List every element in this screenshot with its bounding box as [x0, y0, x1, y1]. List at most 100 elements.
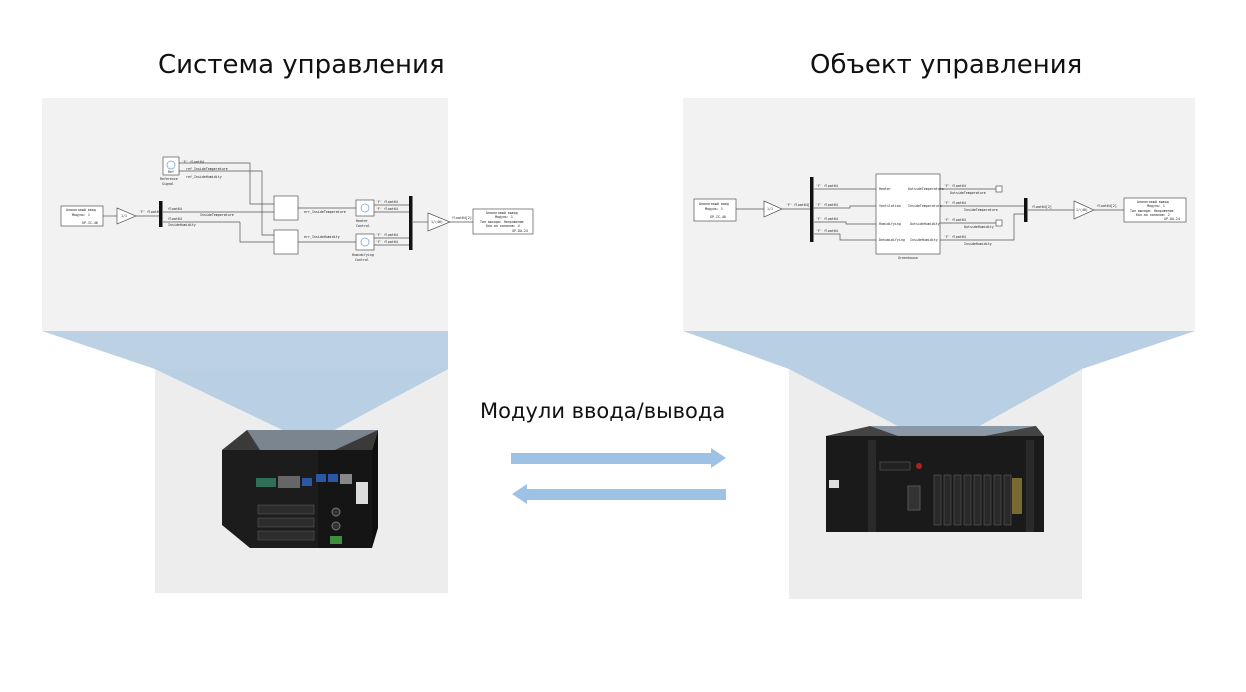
svg-text:OutsideHumidity: OutsideHumidity	[964, 225, 994, 229]
svg-text:Кол-во каналов: 2: Кол-во каналов: 2	[1136, 213, 1170, 217]
svg-text:Тип выхода: Напряжение: Тип выхода: Напряжение	[480, 220, 524, 224]
svg-text:InsideHumidity: InsideHumidity	[964, 242, 992, 246]
svg-text:Тип выхода: Напряжение: Тип выхода: Напряжение	[1130, 209, 1174, 213]
left-gain1	[116, 207, 137, 225]
svg-text:'F' float64: 'F' float64	[944, 235, 966, 239]
svg-text:OutsideHumidity: OutsideHumidity	[910, 222, 940, 226]
svg-text:OutsideTemperature: OutsideTemperature	[908, 187, 944, 191]
svg-text:InsideHumidity: InsideHumidity	[168, 223, 196, 227]
svg-text:'F' float64: 'F' float64	[944, 184, 966, 188]
left-heater-pid	[355, 199, 375, 217]
svg-text:1/1: 1/1	[121, 214, 127, 218]
left-analog-out-block	[472, 208, 534, 235]
svg-text:float64[2]: float64[2]	[1097, 204, 1117, 208]
svg-text:Аналоговый ввод: Аналоговый ввод	[699, 202, 729, 206]
left-humid-pid	[355, 233, 375, 251]
left-in-line2: Модуль: 1	[72, 213, 90, 217]
right-gain1	[763, 200, 783, 218]
io-arrows	[511, 448, 726, 504]
svg-text:InsideTemperature: InsideTemperature	[200, 213, 234, 217]
svg-text:Reference: Reference	[160, 177, 178, 181]
svg-text:GP-IC-46: GP-IC-46	[710, 215, 726, 219]
left-in-line1: Аналоговый ввод	[66, 208, 96, 212]
right-projection	[683, 331, 1195, 369]
svg-text:'F' float64: 'F' float64	[376, 240, 398, 244]
right-mux-bar	[1024, 198, 1028, 222]
svg-text:Heater: Heater	[356, 219, 368, 223]
left-gain2	[427, 212, 451, 232]
svg-text:'F' float64: 'F' float64	[816, 203, 838, 207]
svg-text:GP-DA-24: GP-DA-24	[512, 229, 528, 233]
svg-text:'F' float64: 'F' float64	[376, 200, 398, 204]
svg-text:Humidifying: Humidifying	[352, 253, 374, 257]
svg-text:Ref: Ref	[168, 170, 174, 174]
left-projection-tip	[155, 369, 448, 443]
arrow-left-shaft	[527, 489, 726, 500]
svg-text:'F' float64: 'F' float64	[816, 229, 838, 233]
svg-text:float64: float64	[168, 217, 182, 221]
svg-text:'F' float64: 'F' float64	[944, 218, 966, 222]
svg-text:Heater: Heater	[879, 187, 891, 191]
left-sum-temp	[273, 195, 299, 221]
left-reference-block	[162, 156, 180, 176]
svg-text:float64[2]: float64[2]	[452, 216, 472, 220]
svg-text:'F' float64[4]: 'F' float64[4]	[786, 203, 814, 207]
controlled-object-title: Объект управления	[810, 50, 1083, 80]
svg-text:Кол-во каналов: 4: Кол-во каналов: 4	[486, 224, 520, 228]
right-greenhouse-block	[875, 173, 941, 255]
right-device-image	[826, 426, 1044, 532]
svg-text:GP-DA-24: GP-DA-24	[1164, 217, 1180, 221]
svg-text:float64[2]: float64[2]	[1032, 205, 1052, 209]
left-model-diagram: Аналоговый ввод Модуль: 1 GP-IC-46 1/1 '…	[60, 156, 534, 262]
svg-text:Dehumidifying: Dehumidifying	[879, 238, 905, 242]
io-modules-label: Модули ввода/вывода	[480, 399, 726, 423]
right-analog-in-block	[693, 198, 737, 222]
svg-text:'F' float64: 'F' float64	[182, 160, 204, 164]
svg-text:float64: float64	[168, 207, 182, 211]
svg-text:'F' float64: 'F' float64	[139, 210, 161, 214]
svg-text:'F' float64: 'F' float64	[944, 201, 966, 205]
right-analog-out-block	[1123, 197, 1187, 223]
left-in-line3: GP-IC-46	[82, 221, 98, 225]
left-model-panel	[42, 98, 448, 331]
svg-text:Аналоговый вывод: Аналоговый вывод	[1137, 200, 1169, 204]
svg-text:Signal: Signal	[162, 182, 174, 186]
svg-text:OutsideTemperature: OutsideTemperature	[950, 191, 986, 195]
right-model-diagram: Аналоговый ввод Модуль: 1 GP-IC-46 1/1 '…	[693, 173, 1187, 260]
svg-text:Модуль: 1: Модуль: 1	[705, 207, 723, 211]
svg-text:Модуль: 1: Модуль: 1	[1147, 204, 1165, 208]
right-gain2	[1073, 200, 1095, 220]
svg-text:Ventilation: Ventilation	[879, 204, 901, 208]
svg-text:ref_InsideHumidity: ref_InsideHumidity	[186, 175, 222, 179]
svg-text:1/(46): 1/(46)	[1076, 208, 1088, 212]
svg-text:InsideTemperature: InsideTemperature	[964, 208, 998, 212]
control-system-title: Система управления	[158, 50, 445, 80]
right-projection-tip	[789, 369, 1082, 448]
svg-text:InsideHumidity: InsideHumidity	[910, 238, 938, 242]
svg-text:1/1: 1/1	[767, 207, 773, 211]
svg-text:Control: Control	[355, 258, 369, 262]
svg-text:Аналоговый вывод: Аналоговый вывод	[486, 211, 518, 215]
left-mux-bar	[409, 196, 413, 250]
svg-text:Greenhouse: Greenhouse	[898, 256, 918, 260]
left-demux-bar	[159, 201, 163, 227]
arrow-right-head	[711, 448, 726, 468]
svg-text:'F' float64: 'F' float64	[376, 233, 398, 237]
svg-text:1/(46): 1/(46)	[431, 220, 443, 224]
svg-text:Модуль: 1: Модуль: 1	[495, 215, 513, 219]
left-device-image	[222, 430, 378, 548]
svg-text:err_InsideTemperature: err_InsideTemperature	[304, 210, 346, 214]
arrow-left-head	[512, 484, 527, 504]
svg-text:ref_InsideTemperature: ref_InsideTemperature	[186, 167, 228, 171]
left-sum-hum	[273, 229, 299, 255]
svg-text:InsideTemperature: InsideTemperature	[908, 204, 942, 208]
arrow-right-shaft	[511, 453, 711, 464]
svg-text:'F' float64: 'F' float64	[816, 217, 838, 221]
right-demux-bar	[810, 177, 814, 242]
svg-text:'F' float64: 'F' float64	[376, 207, 398, 211]
svg-text:'F' float64: 'F' float64	[816, 184, 838, 188]
svg-text:Control: Control	[356, 224, 370, 228]
svg-text:err_InsideHumidity: err_InsideHumidity	[304, 235, 340, 239]
svg-text:Humidifying: Humidifying	[879, 222, 901, 226]
